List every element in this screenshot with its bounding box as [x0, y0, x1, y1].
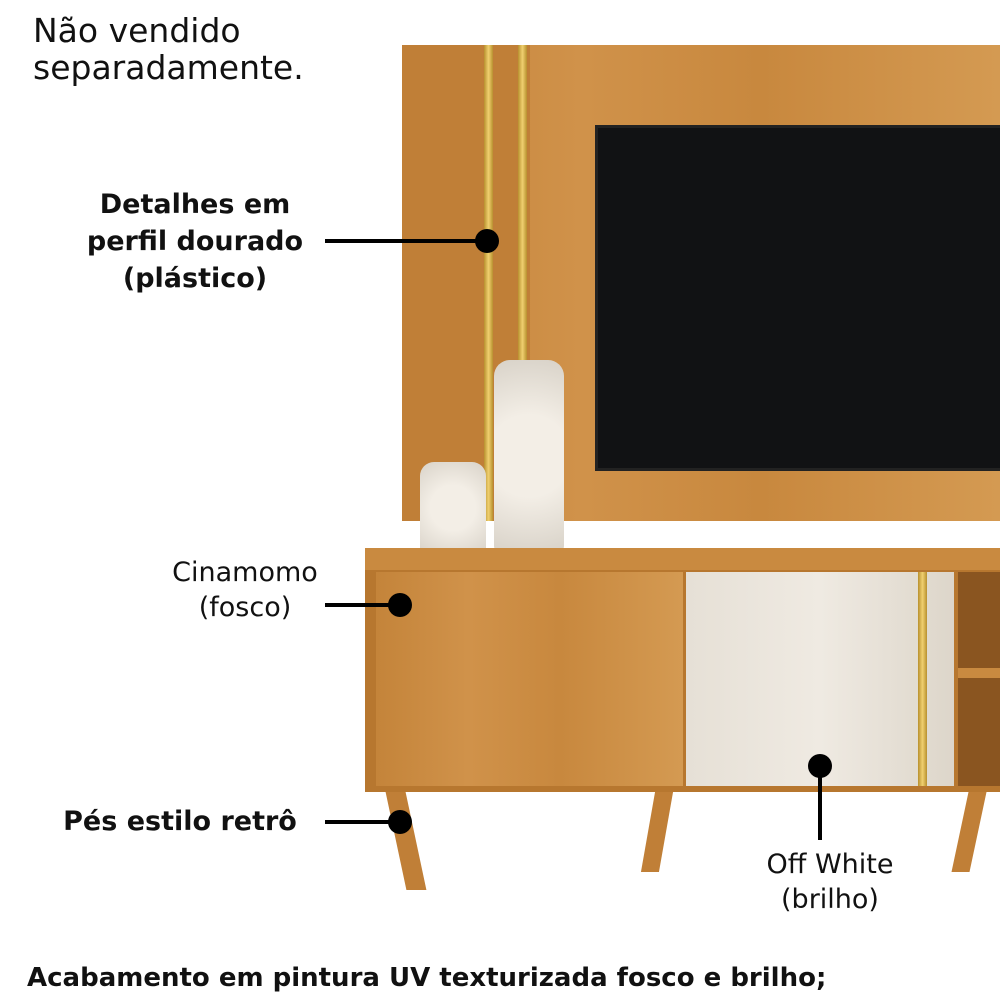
- tv-screen: [595, 125, 1000, 471]
- note-line: separadamente.: [33, 48, 304, 87]
- sideboard-top: [365, 548, 1000, 572]
- callout-cinnamon: Cinamomo (fosco): [140, 555, 350, 625]
- off-white-door: [686, 572, 954, 786]
- wood-door: [376, 572, 683, 786]
- vase-tall: [494, 360, 564, 552]
- callout-line: [325, 603, 400, 607]
- leg: [640, 792, 674, 872]
- note-line: Não vendido: [33, 11, 241, 50]
- callout-gold-profile: Detalhes em perfil dourado (plástico): [60, 186, 330, 297]
- callout-text: Off White: [766, 849, 894, 880]
- open-shelf: [958, 572, 1000, 786]
- vase-small: [420, 462, 486, 554]
- callout-line: [325, 239, 487, 243]
- callout-legs: Pés estilo retrô: [63, 806, 297, 837]
- shelf-board: [958, 668, 1000, 678]
- callout-text: (plástico): [122, 263, 268, 294]
- callout-text: perfil dourado: [86, 226, 304, 257]
- callout-off-white: Off White (brilho): [730, 847, 930, 917]
- gold-strip: [484, 45, 493, 521]
- leg: [385, 792, 427, 890]
- callout-text: (fosco): [198, 592, 292, 623]
- not-sold-separately-note: Não vendido separadamente.: [33, 12, 304, 86]
- gold-handle: [918, 572, 927, 786]
- callout-text: (brilho): [781, 884, 879, 915]
- callout-dot: [388, 593, 412, 617]
- callout-text: Cinamomo: [172, 557, 318, 588]
- footer-finish-text: Acabamento em pintura UV texturizada fos…: [27, 963, 827, 993]
- callout-dot: [388, 810, 412, 834]
- callout-dot: [475, 229, 499, 253]
- leg: [951, 792, 987, 872]
- callout-line: [325, 820, 400, 824]
- callout-line: [818, 766, 822, 840]
- callout-text: Detalhes em: [99, 189, 291, 220]
- gold-strip: [518, 45, 527, 521]
